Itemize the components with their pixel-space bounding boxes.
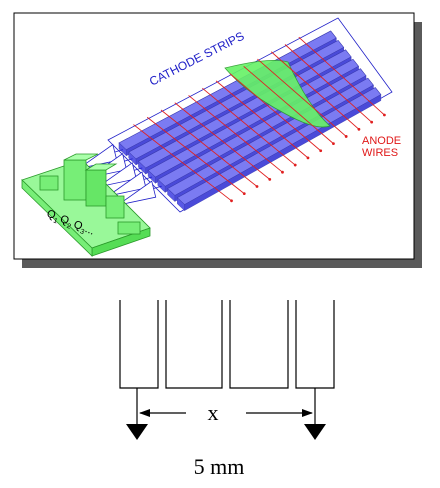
anode-wire-3 <box>160 109 258 187</box>
anode-wire-end-4 <box>268 177 272 181</box>
anode-wire-2 <box>146 116 245 195</box>
anode-wire-5 <box>188 95 283 173</box>
anode-wire-end-3 <box>255 185 259 188</box>
anode-wire-end-8 <box>319 149 323 153</box>
anode-wire-end-12 <box>370 120 374 124</box>
anode-wire-end-2 <box>242 192 246 196</box>
amp-triangle-5 <box>117 180 157 206</box>
anode-wire-9 <box>243 65 334 144</box>
q2-sub: 2 <box>65 223 71 231</box>
anode-wire-11 <box>270 51 360 130</box>
anode-wire-12 <box>284 44 372 123</box>
anode-wire-6 <box>202 87 296 166</box>
anode-label-line2: WIRES <box>362 147 398 159</box>
arrow-left-head <box>139 409 150 417</box>
svg-text:Q1Q2Q3...: Q1Q2Q3... <box>44 208 96 240</box>
anode-wire-13 <box>298 36 385 116</box>
anode-wire-end-1 <box>230 199 233 203</box>
anode-wire-end-9 <box>332 142 335 146</box>
strip-1-outline <box>119 300 159 389</box>
hist-bar-2-top <box>63 153 99 161</box>
induced-charge-shape <box>224 60 331 128</box>
anode-wire-10 <box>257 58 347 137</box>
q-ellipsis: ... <box>83 223 96 238</box>
anode-wire-7 <box>215 80 309 159</box>
hist-base-left <box>21 179 93 257</box>
q1-sub: 1 <box>52 217 58 225</box>
anode-wire-end-7 <box>306 156 310 160</box>
x-distance-label: x <box>208 400 219 425</box>
hist-bar-4 <box>105 195 125 219</box>
anode-wire-end-5 <box>281 170 284 174</box>
scale-label: 5 mm <box>194 454 245 479</box>
ground-icon-left <box>126 424 148 440</box>
anode-label-line1: ANODE <box>362 135 401 147</box>
ground-icon-right <box>304 424 326 440</box>
strip-3-outline <box>229 300 289 389</box>
hist-bar-2 <box>63 159 87 201</box>
cathode-strip-end-7 <box>177 197 185 212</box>
amp-triangle-3 <box>98 162 137 188</box>
anode-wire-end-11 <box>357 127 361 131</box>
charge-labels: Q1Q2Q3... <box>44 208 96 240</box>
charge-histogram <box>21 153 151 257</box>
amp-triangle-4 <box>107 171 147 197</box>
anode-wire-1 <box>133 124 232 202</box>
anode-wires <box>133 36 386 203</box>
hist-bar-3 <box>85 169 107 207</box>
q3-sub: 3 <box>79 228 85 236</box>
bottom-panel <box>119 300 335 424</box>
cathode-strip-end-6 <box>167 188 176 202</box>
anode-wire-8 <box>229 73 321 152</box>
hist-bar-3-top <box>84 163 118 171</box>
strip-2-outline <box>165 300 223 389</box>
hist-bar-1 <box>39 175 59 191</box>
arrow-right-head <box>302 409 313 417</box>
strip-4-outline <box>295 300 335 389</box>
top-panel: CATHODE STRIPS ANODE WIRES Q1Q2Q3... <box>13 12 422 268</box>
anode-wire-end-13 <box>383 113 386 117</box>
hist-bar-5 <box>117 221 141 235</box>
anode-wire-end-10 <box>344 135 348 138</box>
anode-wire-end-6 <box>293 163 297 167</box>
anode-wire-4 <box>174 102 271 180</box>
